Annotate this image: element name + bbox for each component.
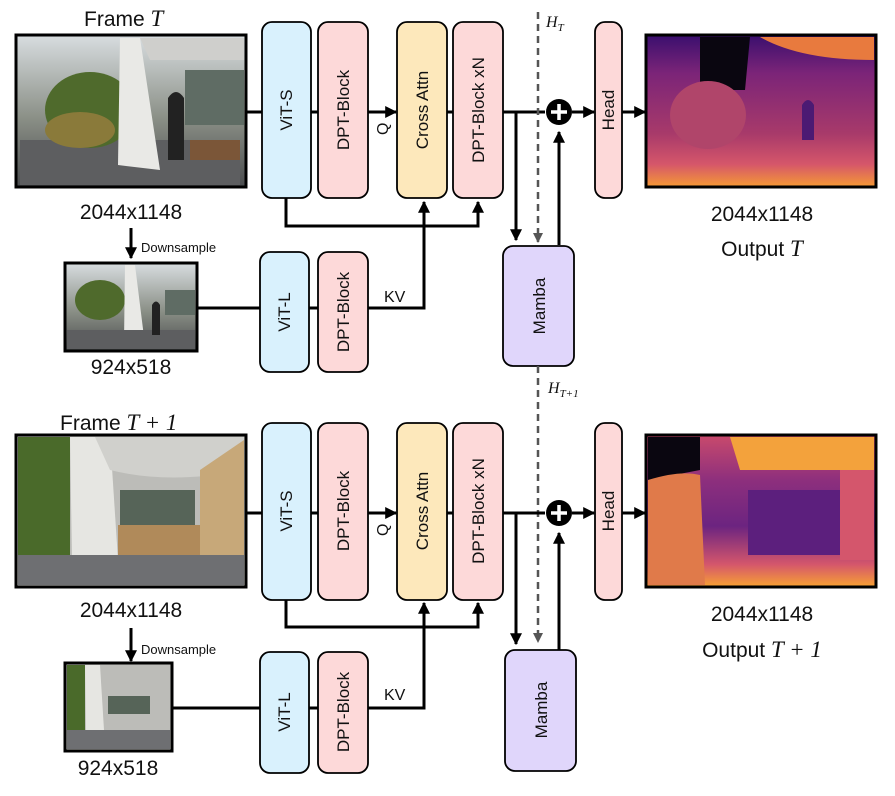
add-circle-icon — [551, 104, 567, 120]
low-resolution-t1: 924x518 — [78, 757, 159, 780]
dpt-block-t: DPT-Block — [317, 21, 369, 199]
add-node-t — [546, 99, 572, 125]
svg-text:DPT-Block: DPT-Block — [334, 271, 353, 352]
q-label-t1: Q — [375, 524, 392, 536]
svg-text:Head: Head — [599, 90, 618, 131]
row-frame-t1: Frame T + 1 2044x1148 Downsample 924x518… — [14, 410, 878, 780]
low-res-image-frame-t1 — [63, 661, 174, 753]
svg-text:ViT-S: ViT-S — [277, 89, 296, 130]
svg-text:Cross Attn: Cross Attn — [413, 472, 432, 550]
svg-text:ViT-S: ViT-S — [277, 490, 296, 531]
dpt-block-xn-t: DPT-Block xN — [452, 21, 504, 199]
dpt-block-t1: DPT-Block — [317, 422, 369, 601]
svg-text:DPT-Block xN: DPT-Block xN — [469, 458, 488, 564]
svg-text:Cross Attn: Cross Attn — [413, 71, 432, 149]
add-node-t1 — [546, 500, 572, 526]
input-image-frame-t1 — [14, 433, 248, 589]
output-label-t1: Output T + 1 — [702, 637, 822, 662]
input-image-frame-t — [14, 33, 248, 189]
svg-text:DPT-Block: DPT-Block — [334, 69, 353, 150]
svg-text:Mamba: Mamba — [530, 277, 549, 334]
output-resolution-t: 2044x1148 — [711, 203, 813, 226]
low-resolution-t: 924x518 — [91, 356, 172, 379]
dpt-block-low-t: DPT-Block — [317, 251, 369, 373]
svg-text:Mamba: Mamba — [532, 681, 551, 738]
kv-arrow-t — [368, 200, 430, 310]
svg-text:DPT-Block xN: DPT-Block xN — [469, 57, 488, 163]
mamba-block-t: Mamba — [502, 245, 575, 367]
svg-text:ViT-L: ViT-L — [275, 292, 294, 331]
svg-text:ViT-L: ViT-L — [275, 692, 294, 731]
dpt-block-xn-t1: DPT-Block xN — [452, 422, 504, 601]
output-depth-map-t — [644, 33, 878, 189]
vit-s-block-t: ViT-S — [261, 21, 312, 199]
row-frame-t: Frame T 2044x1148 Downsample 924x518 — [14, 6, 878, 379]
vit-s-block-t1: ViT-S — [261, 422, 312, 601]
output-depth-map-t1 — [644, 433, 878, 589]
add-circle-icon — [551, 505, 567, 521]
output-label-t: Output T — [721, 236, 805, 261]
head-block-t1: Head — [594, 422, 623, 601]
svg-text:DPT-Block: DPT-Block — [334, 470, 353, 551]
output-resolution-t1: 2044x1148 — [711, 603, 813, 626]
downsample-label-t: Downsample — [141, 240, 216, 255]
kv-label-t: KV — [384, 289, 406, 306]
downsample-label-t1: Downsample — [141, 642, 216, 657]
hidden-state-label-t: HT — [545, 14, 565, 34]
input-resolution-t: 2044x1148 — [80, 201, 182, 224]
input-resolution-t1: 2044x1148 — [80, 599, 182, 622]
svg-text:DPT-Block: DPT-Block — [334, 671, 353, 752]
vit-l-block-t: ViT-L — [259, 251, 310, 373]
cross-attn-block-t1: Cross Attn — [396, 422, 448, 601]
q-label-t: Q — [375, 123, 392, 135]
low-res-image-frame-t — [63, 261, 199, 353]
svg-text:Head: Head — [599, 491, 618, 532]
mamba-block-t1: Mamba — [504, 649, 577, 772]
frame-t-label: Frame T — [84, 6, 166, 31]
head-block-t: Head — [594, 21, 623, 199]
hidden-state-label-t1: HT+1 — [547, 380, 579, 400]
dpt-block-low-t1: DPT-Block — [317, 651, 369, 774]
vit-l-block-t1: ViT-L — [259, 651, 310, 774]
cross-attn-block-t: Cross Attn — [396, 21, 448, 199]
frame-t1-label: Frame T + 1 — [60, 410, 177, 435]
kv-label-t1: KV — [384, 687, 406, 704]
kv-arrow-t1 — [368, 601, 430, 710]
